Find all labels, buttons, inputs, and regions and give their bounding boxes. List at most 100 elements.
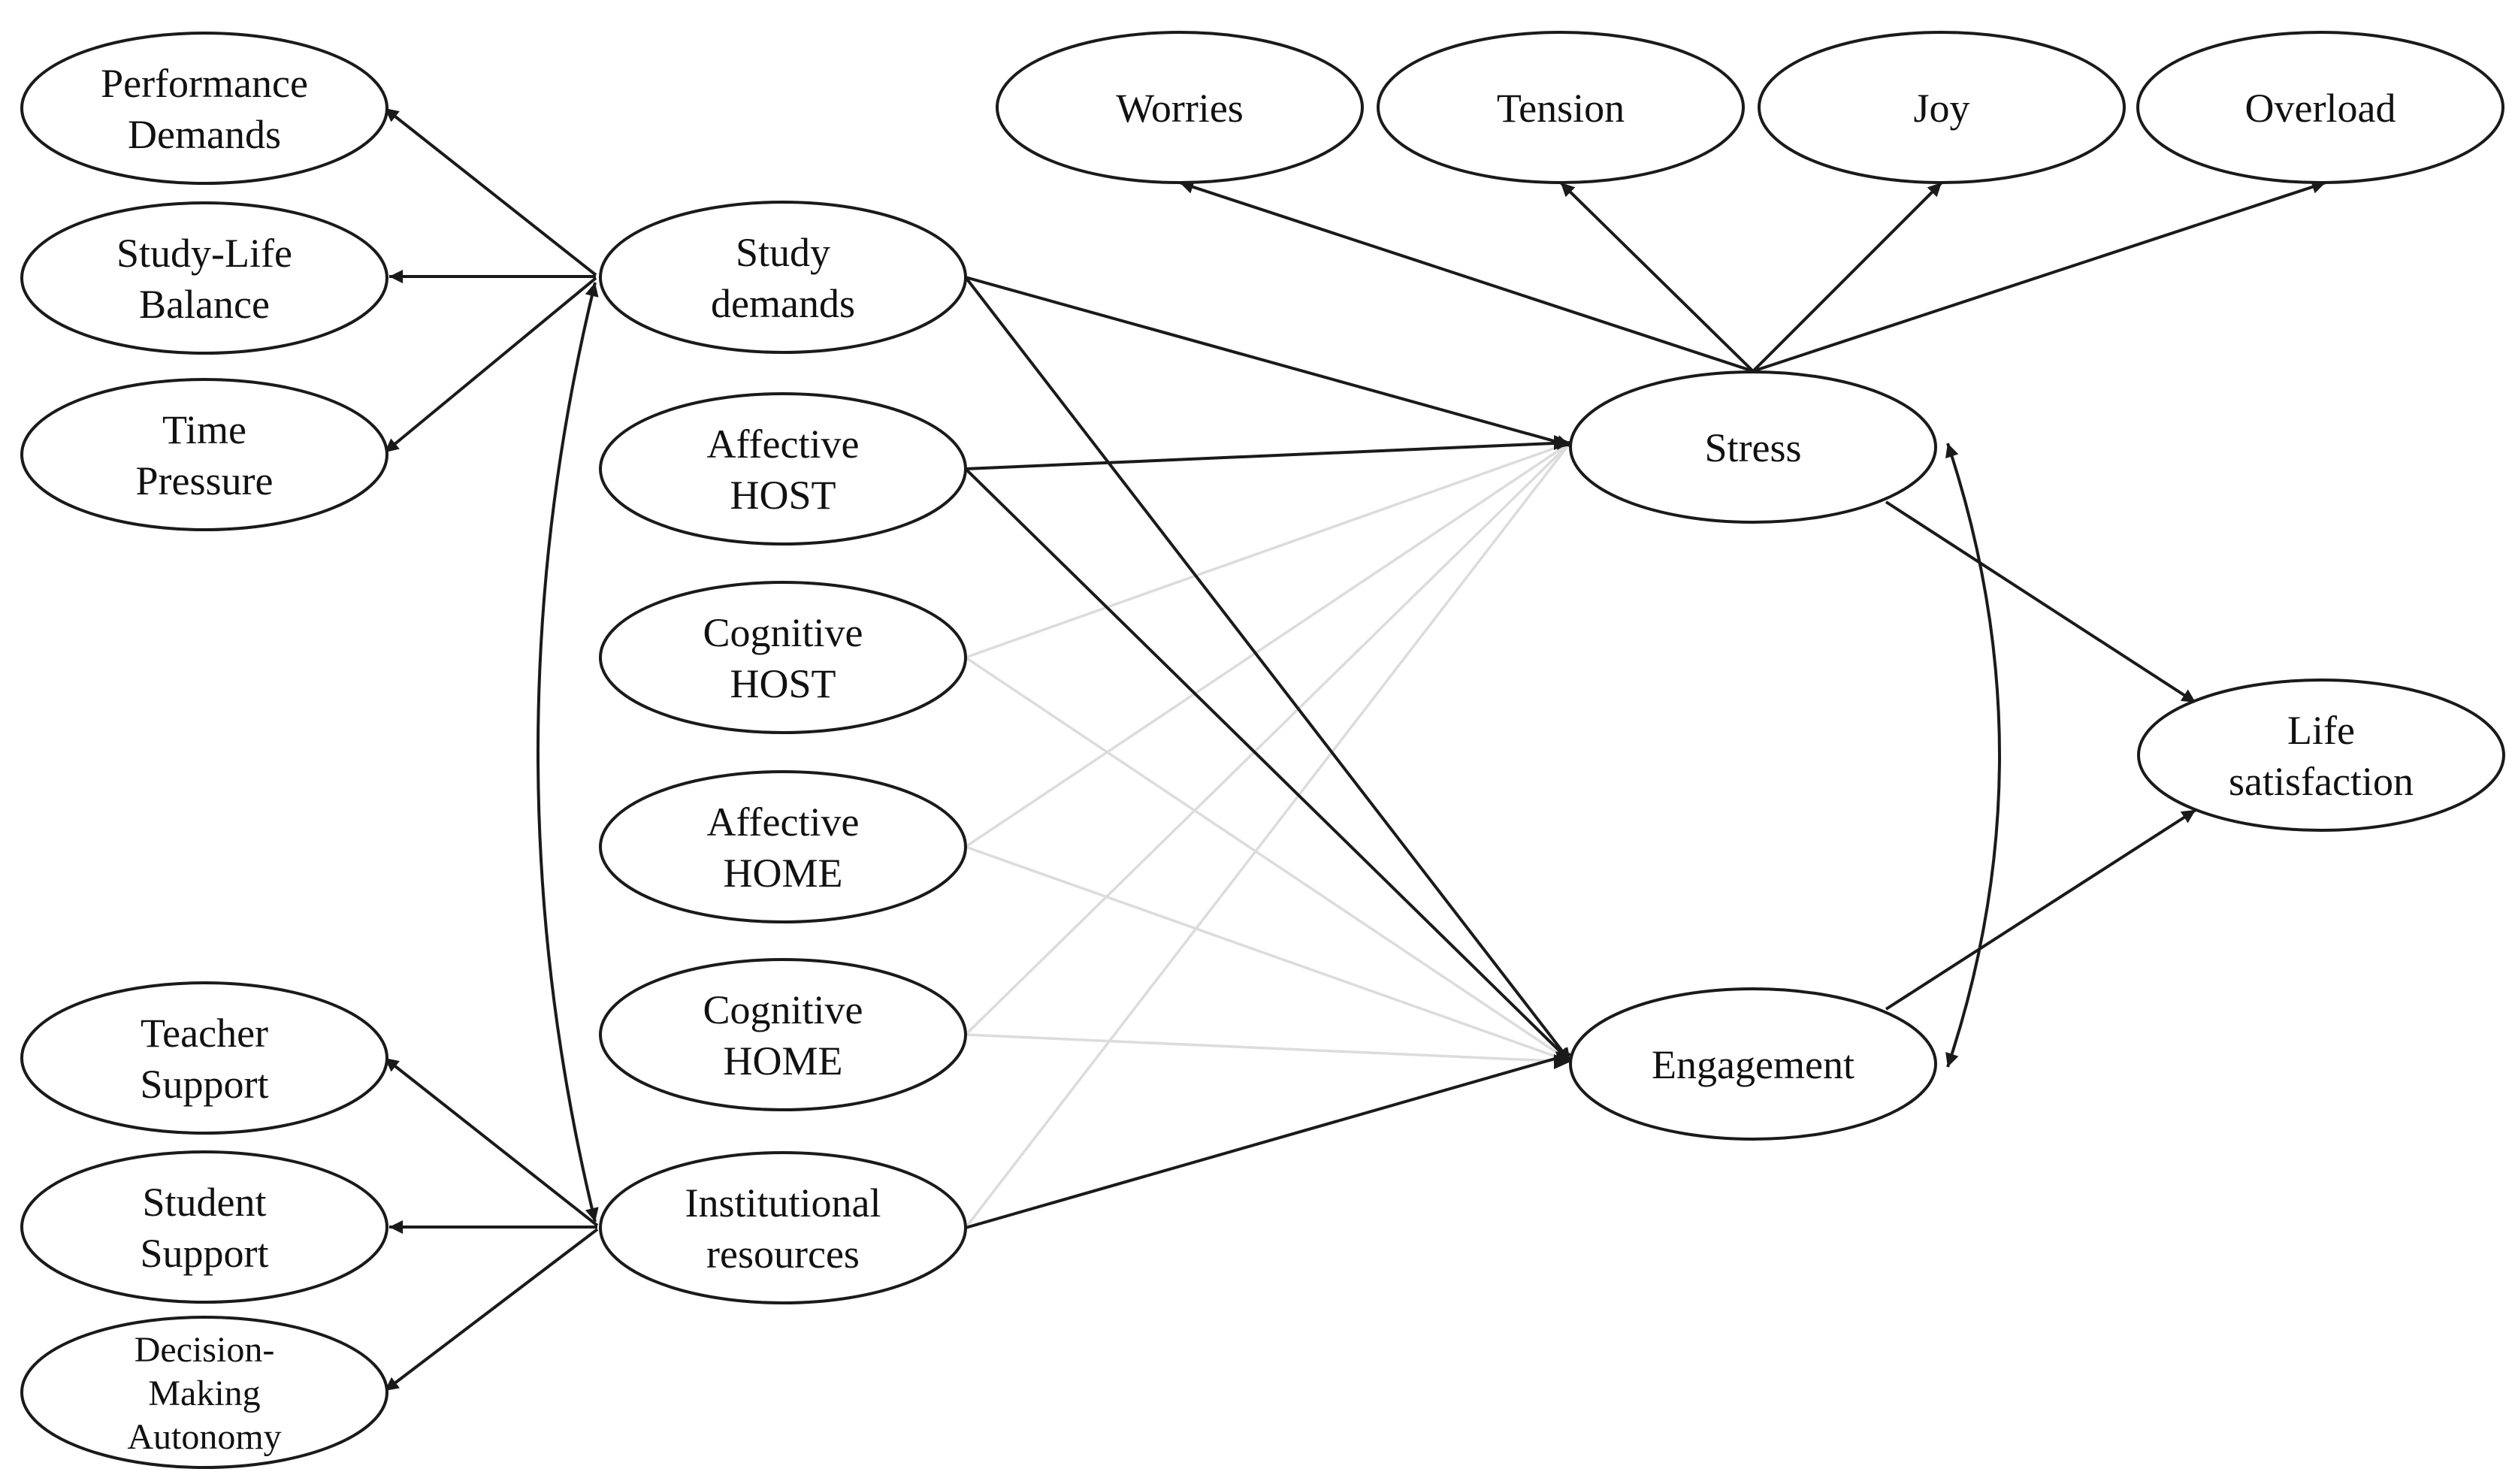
node-label: Teacher — [141, 1011, 268, 1056]
path-study-demands-to-institutional-resources — [537, 282, 599, 1223]
path-cognitive-home-to-stress — [964, 441, 1572, 1036]
node-label: Cognitive — [703, 610, 863, 655]
node-label: Institutional — [685, 1180, 881, 1226]
node-ellipse — [20, 981, 388, 1135]
path-affective-home-to-engagement — [965, 845, 1571, 1063]
node-label: Balance — [139, 282, 270, 327]
arrowhead-into-engagement — [1554, 1054, 1570, 1069]
path-affective-host-to-engagement — [964, 467, 1572, 1063]
node-label: Cognitive — [703, 987, 863, 1032]
arrowhead-into-stress — [1554, 435, 1570, 450]
node-label: HOST — [730, 661, 836, 706]
node-ellipse — [20, 1150, 388, 1304]
node-label: HOST — [730, 473, 836, 518]
strong-paths-layer — [383, 107, 2326, 1392]
node-label: Pressure — [136, 458, 274, 503]
path-cognitive-host-to-stress — [965, 441, 1571, 659]
path-stress-to-life-satisfaction — [1885, 500, 2197, 704]
path-cognitive-host-to-engagement — [965, 656, 1571, 1063]
node-label: satisfaction — [2229, 759, 2414, 804]
node-joy: Joy — [1758, 31, 2126, 184]
nodes-layer: PerformanceDemandsStudy-LifeBalanceTimeP… — [20, 31, 2505, 1469]
node-label: demands — [711, 281, 855, 326]
node-ellipse — [20, 378, 388, 531]
path-stress-to-worries — [1179, 180, 1754, 373]
node-label: Study — [736, 230, 830, 275]
node-life-satisfaction: Life satisfaction — [2137, 679, 2505, 832]
node-ellipse — [1569, 370, 1937, 524]
node-label: Joy — [1913, 86, 1969, 131]
node-label: Tension — [1497, 86, 1625, 131]
faint-paths-layer — [964, 441, 1572, 1229]
path-engagement-to-life-satisfaction — [1885, 808, 2197, 1011]
path-institutional-resources-to-decision-making-autonomy — [383, 1228, 599, 1392]
node-label: Stress — [1704, 425, 1801, 470]
node-ellipse — [599, 201, 967, 354]
node-ellipse — [20, 32, 388, 185]
node-ellipse — [1569, 987, 1937, 1141]
node-label: Student — [142, 1180, 266, 1225]
node-label: Autonomy — [127, 1417, 281, 1457]
node-label: Demands — [128, 112, 281, 157]
path-institutional-resources-to-engagement — [965, 1051, 1571, 1229]
node-label: HOME — [724, 851, 843, 896]
node-label: Support — [140, 1231, 268, 1276]
path-stress-to-joy — [1752, 181, 1943, 373]
node-ellipse — [20, 1316, 388, 1469]
node-stress: Stress — [1569, 370, 1937, 524]
node-worries: Worries — [996, 31, 1364, 184]
node-label: Study-Life — [116, 231, 292, 276]
node-ellipse — [2137, 679, 2505, 832]
node-ellipse — [1377, 31, 1745, 184]
node-institutional-resources: Institutional resources — [599, 1151, 967, 1304]
node-label: Making — [148, 1374, 260, 1413]
node-ellipse — [599, 581, 967, 734]
node-ellipse — [1758, 31, 2126, 184]
node-label: Support — [140, 1062, 268, 1107]
path-stress-to-engagement — [1945, 443, 2001, 1068]
node-ellipse — [20, 201, 388, 355]
path-affective-home-to-stress — [965, 441, 1571, 848]
node-label: Worries — [1116, 86, 1244, 131]
path-study-demands-to-stress — [965, 276, 1571, 449]
node-label: resources — [706, 1232, 860, 1277]
path-study-demands-to-engagement — [964, 276, 1572, 1063]
node-overload: Overload — [2136, 31, 2504, 184]
node-study-demands: Study demands — [599, 201, 967, 354]
path-study-demands-to-time-pressure — [383, 277, 597, 454]
path-institutional-resources-to-teacher-support — [383, 1056, 599, 1227]
node-label: Engagement — [1652, 1042, 1854, 1087]
path-study-demands-to-performance-demands — [383, 107, 597, 277]
node-label: Performance — [101, 61, 308, 106]
node-label: HOME — [724, 1038, 843, 1084]
path-cognitive-home-to-engagement — [965, 1033, 1571, 1063]
path-stress-to-overload — [1752, 180, 2326, 373]
node-ellipse — [599, 1151, 967, 1304]
node-label: Life — [2287, 708, 2355, 753]
node-label: Affective — [707, 422, 860, 467]
node-label: Time — [162, 407, 246, 452]
path-affective-host-to-stress — [965, 436, 1571, 470]
node-ellipse — [599, 958, 967, 1111]
node-label: Affective — [707, 799, 860, 845]
node-label: Decision- — [135, 1330, 275, 1370]
node-tension: Tension — [1377, 31, 1745, 184]
node-ellipse — [996, 31, 1364, 184]
path-institutional-resources-to-stress — [964, 441, 1572, 1229]
node-engagement: Engagement — [1569, 987, 1937, 1141]
node-ellipse — [2136, 31, 2504, 184]
path-stress-to-tension — [1559, 181, 1755, 373]
node-ellipse — [599, 770, 967, 923]
node-label: Overload — [2245, 86, 2396, 131]
